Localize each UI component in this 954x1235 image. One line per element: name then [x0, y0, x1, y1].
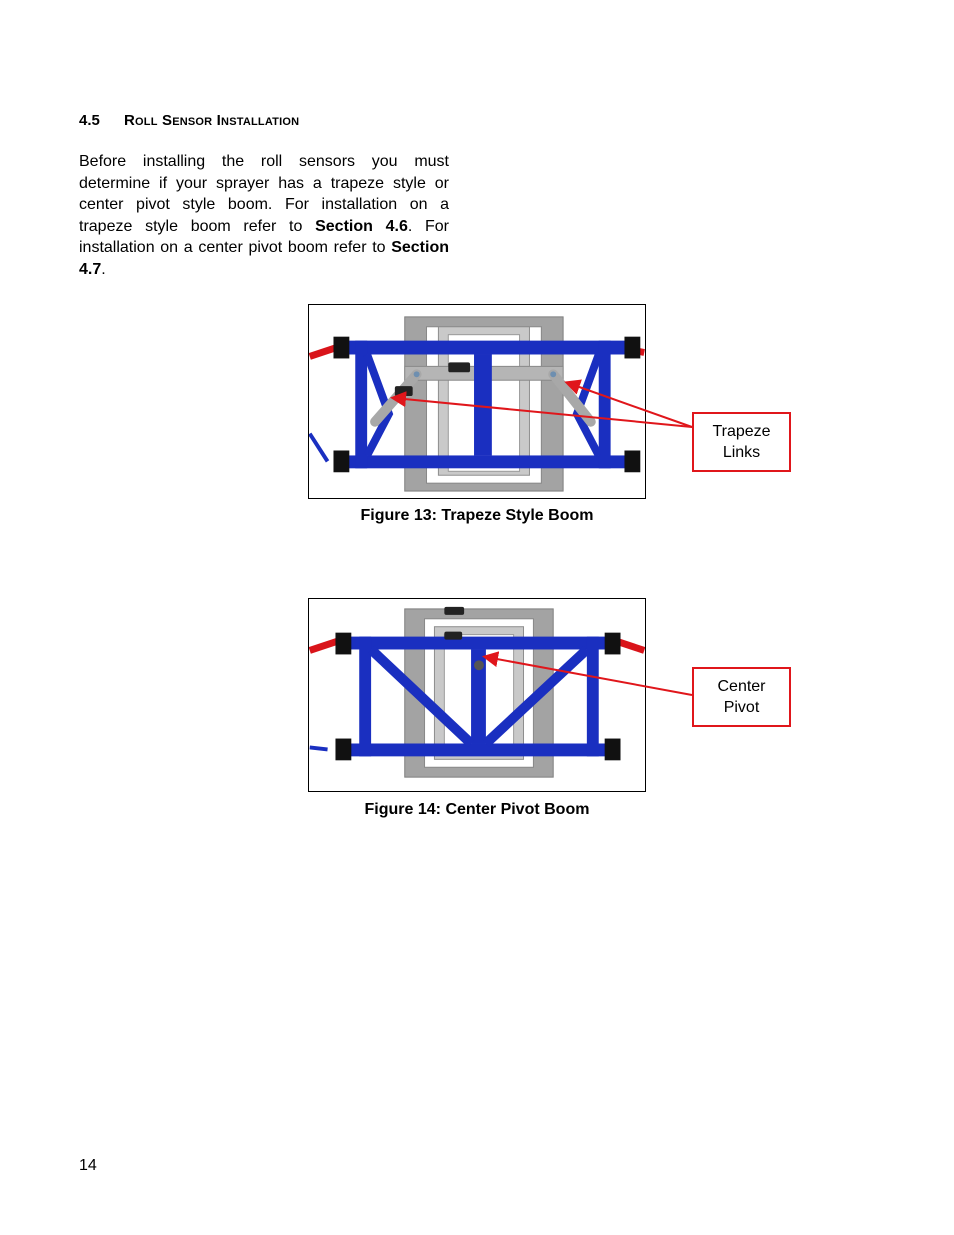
paragraph-text-3: . [101, 260, 106, 278]
section-title: Roll Sensor Installation [124, 112, 300, 129]
section-4-7-reference: Section 4.7 [79, 239, 449, 278]
center-pivot-boom-figure [308, 598, 646, 792]
callout-line-2: Pivot [723, 699, 760, 716]
figure-14-caption: Figure 14: Center Pivot Boom [364, 801, 590, 818]
page-number: 14 [79, 1157, 97, 1174]
intro-paragraph: Before installing the roll sensors you m… [79, 151, 449, 281]
callout-line-1: Center [717, 678, 766, 695]
section-4-6-reference: Section 4.6 [315, 217, 408, 235]
paragraph-text-1: Before installing the roll sensors you m… [79, 153, 449, 235]
trapeze-boom-figure [308, 304, 646, 499]
section-heading: 4.5 Roll Sensor Installation [79, 112, 299, 129]
trapeze-links-callout: Trapeze Links [692, 412, 791, 472]
callout-line-1: Trapeze [712, 423, 771, 440]
figure-13-caption: Figure 13: Trapeze Style Boom [360, 507, 594, 524]
center-pivot-boom-illustration [309, 606, 645, 778]
trapeze-boom-illustration [309, 316, 645, 492]
center-pivot-callout: Center Pivot [692, 667, 791, 727]
callout-line-2: Links [722, 444, 761, 461]
section-number: 4.5 [79, 112, 100, 129]
paragraph-text-2: . For installation on a center pivot boo… [79, 217, 449, 257]
